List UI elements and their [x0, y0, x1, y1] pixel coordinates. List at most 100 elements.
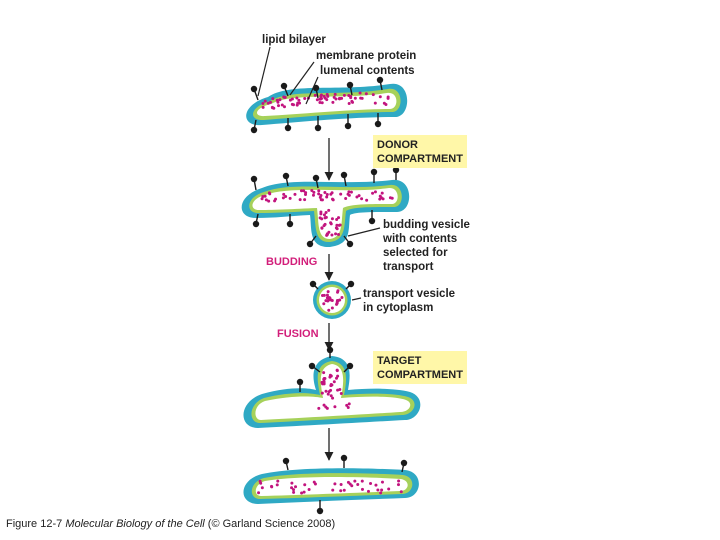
cargo-dot — [311, 193, 315, 197]
ball-and-stick-icon — [346, 240, 354, 248]
cargo-dot — [334, 232, 338, 236]
transport-vesicle-label: transport vesicle in cytoplasm — [363, 287, 455, 315]
cargo-dot — [333, 405, 337, 409]
cargo-dot — [380, 480, 384, 484]
cargo-dot — [339, 489, 343, 493]
cargo-dot — [340, 295, 344, 299]
cargo-dot — [345, 403, 349, 407]
cargo-dot — [319, 210, 323, 214]
caption-suffix: (© Garland Science 2008) — [207, 518, 336, 530]
cargo-dot — [335, 300, 339, 304]
cargo-dot — [376, 488, 380, 492]
cargo-dot — [327, 308, 331, 312]
cargo-dot — [282, 105, 286, 109]
budding-vesicle-line-4: transport — [383, 261, 434, 273]
cargo-dot — [261, 195, 265, 199]
cargo-dot — [290, 97, 294, 101]
cargo-dot — [293, 192, 297, 196]
cargo-dot — [261, 105, 265, 109]
target-box-line-1: TARGET — [377, 355, 422, 367]
transport-vesicle — [309, 280, 355, 319]
cargo-dot — [360, 197, 364, 201]
fusion-compartment — [243, 346, 421, 428]
cargo-dot — [327, 230, 331, 234]
cargo-dot — [290, 486, 294, 490]
ball-and-stick-icon — [314, 124, 322, 132]
cargo-dot — [360, 487, 364, 491]
cargo-dot — [347, 402, 351, 406]
cargo-dot — [339, 392, 343, 396]
ball-and-stick-icon — [374, 120, 382, 128]
target-lumenal-contents — [257, 479, 403, 495]
cargo-dot — [319, 194, 323, 198]
cargo-dot — [320, 101, 324, 105]
cargo-dot — [329, 221, 333, 225]
cargo-dot — [325, 93, 329, 97]
lipid-bilayer-label: lipid bilayer — [262, 34, 326, 46]
cargo-dot — [335, 227, 339, 231]
stage1-pointers — [257, 46, 319, 105]
cargo-dot — [276, 100, 280, 104]
cargo-dot — [320, 226, 324, 230]
cargo-dot — [364, 92, 368, 96]
cargo-dot — [332, 95, 336, 99]
ball-and-stick-icon — [250, 126, 258, 134]
cargo-dot — [303, 198, 307, 202]
cargo-dot — [270, 485, 274, 489]
cargo-dot — [336, 388, 340, 392]
cargo-dot — [396, 483, 400, 487]
cargo-dot — [292, 488, 296, 492]
transport-vesicle-line-2: in cytoplasm — [363, 302, 434, 314]
cargo-dot — [333, 92, 337, 96]
cargo-dot — [303, 483, 307, 487]
cargo-dot — [329, 394, 333, 398]
cargo-dot — [337, 233, 341, 237]
cargo-dot — [346, 480, 350, 484]
ball-and-stick-icon — [296, 378, 304, 386]
cargo-dot — [344, 197, 348, 201]
cargo-dot — [321, 382, 325, 386]
cargo-dot — [387, 487, 391, 491]
cargo-dot — [325, 293, 329, 297]
cargo-dot — [268, 100, 272, 104]
cargo-dot — [346, 192, 350, 196]
ball-and-stick-icon — [286, 220, 294, 228]
cargo-dot — [319, 96, 323, 100]
cargo-dot — [335, 302, 339, 306]
cargo-dot — [320, 198, 324, 202]
ball-and-stick-icon — [280, 82, 288, 90]
cargo-dot — [342, 488, 346, 492]
ball-and-stick-icon — [392, 166, 400, 174]
cargo-dot — [307, 487, 311, 491]
ball-and-stick-icon — [316, 507, 324, 515]
cargo-dot — [339, 483, 343, 487]
cargo-dot — [333, 482, 337, 486]
cargo-dot — [356, 483, 360, 487]
ball-and-stick-icon — [250, 175, 258, 183]
cargo-dot — [295, 96, 299, 100]
cargo-dot — [312, 190, 316, 194]
cargo-dot — [373, 101, 377, 105]
cargo-dot — [379, 196, 383, 200]
cargo-dot — [324, 405, 328, 409]
cargo-dot — [399, 490, 403, 494]
ball-and-stick-icon — [309, 280, 317, 288]
fusion-lumen — [255, 364, 411, 420]
cargo-dot — [331, 198, 335, 202]
cargo-dot — [379, 491, 383, 495]
cargo-dot — [326, 290, 330, 294]
caption-prefix: Figure 12-7 — [6, 518, 63, 530]
ball-and-stick-icon — [376, 76, 384, 84]
cargo-dot — [282, 95, 286, 99]
cargo-dot — [322, 371, 326, 375]
cargo-dot — [388, 196, 392, 200]
fusion-lumenal-contents — [317, 368, 351, 410]
cargo-dot — [342, 93, 346, 97]
cargo-dot — [318, 216, 322, 220]
cargo-dot — [359, 96, 363, 100]
cargo-dot — [322, 302, 326, 306]
cargo-dot — [323, 191, 327, 195]
cargo-dot — [295, 103, 299, 107]
ball-and-stick-icon — [326, 346, 334, 354]
cargo-dot — [323, 96, 327, 100]
